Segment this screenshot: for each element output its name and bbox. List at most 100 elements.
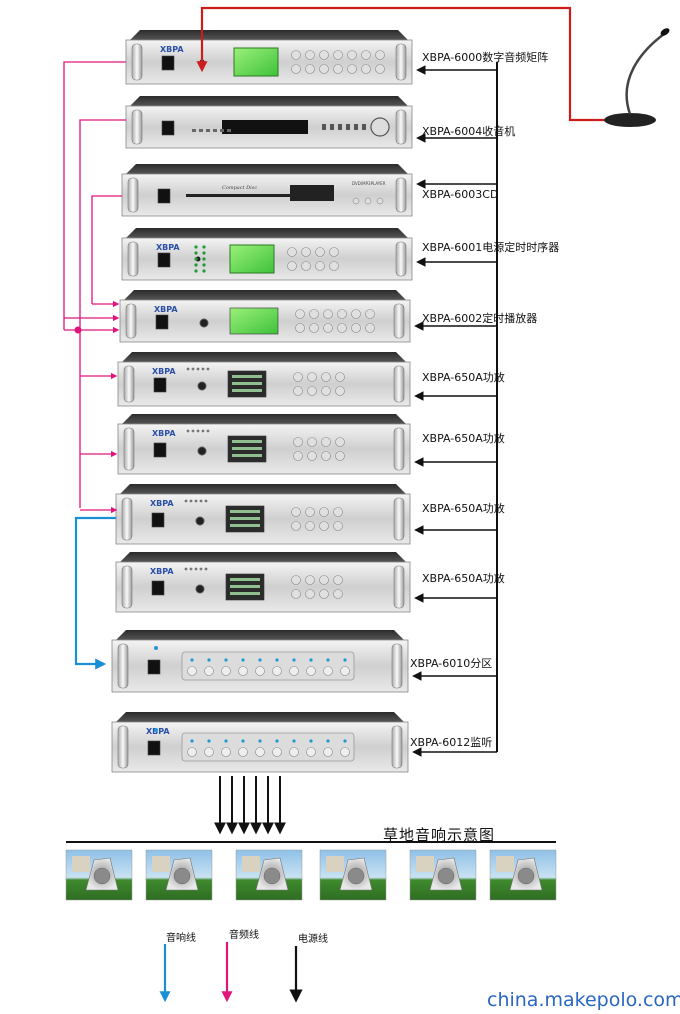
- zone-button: [306, 747, 316, 757]
- left-handle: [127, 241, 139, 277]
- disc-logo: Compact Disc: [222, 185, 257, 191]
- left-handle: [123, 365, 135, 403]
- zone-led: [292, 658, 296, 662]
- rack-unit-9: XBPA: [115, 552, 411, 613]
- rack-unit-5: XBPA: [119, 290, 411, 343]
- panel-button: [315, 261, 325, 271]
- lcd-line: [232, 447, 262, 450]
- panel-button: [287, 247, 297, 257]
- panel-button: [361, 64, 371, 74]
- zone-led: [224, 658, 228, 662]
- right-handle: [393, 303, 405, 339]
- panel-button: [305, 589, 315, 599]
- zone-button: [221, 666, 231, 676]
- audio-line: [79, 119, 126, 508]
- device-label: XBPA-6000数字音频矩阵: [422, 51, 549, 64]
- zone-panel: [181, 732, 355, 762]
- panel-button: [319, 575, 329, 585]
- brand-logo: XBPA: [152, 429, 176, 438]
- right-handle: [395, 43, 407, 81]
- zone-led: [207, 658, 211, 662]
- left-handle: [121, 497, 133, 541]
- rack-unit-11: XBPA: [111, 712, 409, 773]
- panel-button: [321, 386, 331, 396]
- zone-led: [309, 739, 313, 743]
- power-switch-icon: [147, 740, 161, 756]
- lawn-speaker-icon: [235, 849, 303, 901]
- panel-button: [291, 64, 301, 74]
- zone-button: [272, 666, 282, 676]
- panel-button: [305, 50, 315, 60]
- lcd-line: [232, 440, 262, 443]
- panel-button: [301, 247, 311, 257]
- power-switch-icon: [153, 442, 167, 458]
- power-switch-icon: [153, 377, 167, 393]
- lcd-line: [230, 510, 260, 513]
- lcd-line: [230, 517, 260, 520]
- meter-led: [201, 367, 205, 371]
- preset-button: [354, 124, 358, 130]
- panel-button: [365, 323, 375, 333]
- device-label: XBPA-650A功放: [422, 371, 505, 384]
- panel-button: [365, 309, 375, 319]
- panel-button: [307, 451, 317, 461]
- status-led: [202, 251, 206, 255]
- brand-logo: XBPA: [154, 305, 178, 314]
- unit-top-cover: [122, 414, 406, 424]
- zone-button: [255, 747, 265, 757]
- unit-top-cover: [120, 552, 406, 562]
- power-switch-icon: [151, 512, 165, 528]
- status-led: [202, 269, 206, 273]
- house-shape: [152, 856, 170, 872]
- meter-led: [204, 567, 208, 571]
- panel-button: [335, 372, 345, 382]
- preset-button: [338, 124, 342, 130]
- power-switch-icon: [161, 120, 175, 136]
- panel-button: [291, 575, 301, 585]
- zone-button: [289, 666, 299, 676]
- panel-button: [333, 521, 343, 531]
- speaker-grille: [517, 867, 535, 885]
- meter-led: [194, 567, 198, 571]
- meter-led: [191, 429, 195, 433]
- cd-display: [290, 185, 334, 201]
- meter-led: [199, 567, 203, 571]
- zone-led: [207, 739, 211, 743]
- left-handle: [127, 177, 139, 213]
- device-label: XBPA-6001电源定时时序器: [422, 241, 560, 254]
- wiring: [63, 6, 604, 1003]
- input-jack-icon: [195, 516, 205, 526]
- panel-button: [305, 64, 315, 74]
- lawn-speaker-icon: [319, 849, 387, 901]
- panel-button: [291, 507, 301, 517]
- input-jack-icon: [197, 381, 207, 391]
- zone-button: [306, 666, 316, 676]
- section-title: 草地音响示意图: [383, 826, 496, 844]
- zone-button: [323, 666, 333, 676]
- panel-button: [319, 589, 329, 599]
- zone-led: [343, 658, 347, 662]
- brand-logo: XBPA: [152, 367, 176, 376]
- tuning-knob-icon: [370, 117, 390, 137]
- meter-led: [189, 567, 193, 571]
- panel-button: [291, 589, 301, 599]
- panel-button: [335, 451, 345, 461]
- microphone-icon: [604, 28, 670, 127]
- zone-led: [241, 658, 245, 662]
- right-handle: [395, 241, 407, 277]
- power-led: [154, 646, 158, 650]
- lcd-line: [232, 454, 262, 457]
- device-label: XBPA-6004收音机: [422, 125, 516, 138]
- zone-led: [275, 739, 279, 743]
- panel-button: [319, 64, 329, 74]
- panel-button: [321, 372, 331, 382]
- device-label: XBPA-650A功放: [422, 572, 505, 585]
- transport-button: [364, 197, 372, 205]
- input-jack-icon: [195, 584, 205, 594]
- panel-button: [305, 507, 315, 517]
- junction-dot: [74, 326, 82, 334]
- lcd-line: [232, 389, 262, 392]
